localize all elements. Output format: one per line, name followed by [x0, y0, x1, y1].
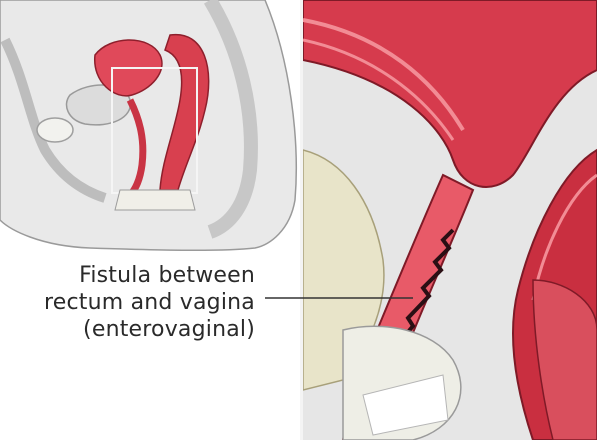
overview-illustration	[0, 0, 300, 440]
fistula-label: Fistula between rectum and vagina (enter…	[0, 262, 255, 343]
detail-illustration	[303, 0, 597, 440]
label-line-1: Fistula between	[0, 262, 255, 289]
label-line-3: (enterovaginal)	[0, 316, 255, 343]
leader-line	[265, 292, 415, 304]
perineum	[115, 190, 195, 210]
pubic-bone	[37, 118, 73, 142]
label-line-2: rectum and vagina	[0, 289, 255, 316]
